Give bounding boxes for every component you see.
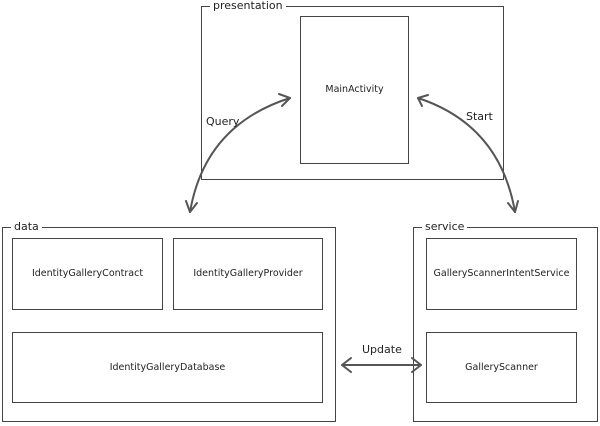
main-activity-label: MainActivity: [325, 84, 384, 95]
identity-gallery-database-box: IdentityGalleryDatabase: [12, 332, 323, 403]
service-package-label: service: [422, 220, 468, 234]
identity-gallery-provider-box: IdentityGalleryProvider: [173, 238, 323, 310]
gallery-scanner-intent-service-label: GalleryScannerIntentService: [433, 268, 570, 279]
update-arrowhead-right: [411, 357, 422, 373]
identity-gallery-contract-label: IdentityGalleryContract: [31, 268, 144, 279]
query-arrowhead-bottom: [185, 200, 198, 213]
gallery-scanner-box: GalleryScanner: [426, 332, 577, 403]
start-label: Start: [466, 110, 493, 123]
query-label: Query: [206, 115, 240, 128]
identity-gallery-database-label: IdentityGalleryDatabase: [109, 361, 226, 373]
update-arrowhead-left: [341, 357, 352, 373]
update-label: Update: [362, 343, 402, 356]
gallery-scanner-intent-service-box: GalleryScannerIntentService: [426, 238, 577, 310]
main-activity-box: MainActivity: [300, 16, 409, 164]
start-arrow: [417, 97, 516, 213]
gallery-scanner-label: GalleryScanner: [465, 361, 538, 373]
query-arrow: [189, 97, 291, 213]
query-arrowhead-top: [278, 93, 291, 107]
service-package: service: [413, 220, 598, 422]
data-package-label: data: [11, 220, 42, 234]
start-arrowhead-bottom: [507, 200, 519, 213]
identity-gallery-contract-box: IdentityGalleryContract: [12, 238, 163, 310]
data-package: data: [2, 220, 336, 422]
identity-gallery-provider-label: IdentityGalleryProvider: [193, 268, 303, 279]
presentation-package-label: presentation: [210, 0, 286, 13]
start-arrowhead-top: [417, 94, 429, 107]
presentation-package: presentation: [201, 0, 504, 180]
